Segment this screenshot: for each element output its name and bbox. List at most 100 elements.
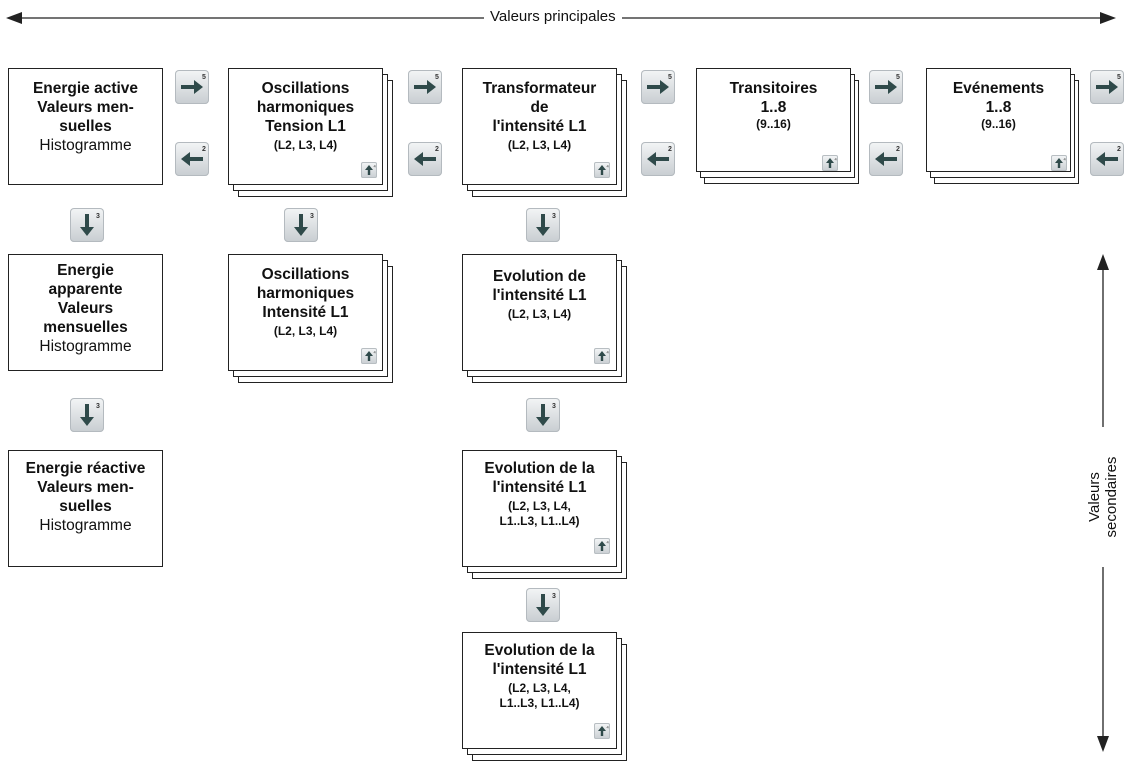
box-line: Intensité L1 bbox=[262, 304, 349, 321]
axis-label-secondary: Valeurs secondaires bbox=[1086, 427, 1120, 567]
box-line: Oscillations bbox=[261, 266, 350, 283]
down-arrow-key[interactable]: 3 bbox=[526, 588, 560, 622]
up-arrow-key-small[interactable]: 4 bbox=[361, 348, 377, 364]
box-sub: L1..L3, L1..L4) bbox=[499, 514, 580, 528]
box-energie-apparente[interactable]: Energie apparente Valeurs mensuelles His… bbox=[8, 254, 163, 371]
box-oscillations-intensite[interactable]: Oscillations harmoniques Intensité L1 (L… bbox=[228, 254, 383, 371]
down-arrow-key[interactable]: 3 bbox=[70, 398, 104, 432]
svg-text:4: 4 bbox=[607, 540, 610, 545]
right-arrow-key[interactable]: 5 bbox=[641, 70, 675, 104]
box-line: l'intensité L1 bbox=[492, 661, 587, 678]
svg-text:4: 4 bbox=[374, 350, 377, 355]
box-evolution-1[interactable]: Evolution de l'intensité L1 (L2, L3, L4) bbox=[462, 254, 617, 371]
svg-text:2: 2 bbox=[435, 146, 439, 153]
box-sub: (L2, L3, L4, bbox=[508, 499, 571, 513]
up-arrow-key-small[interactable]: 4 bbox=[361, 162, 377, 178]
up-arrow-key-small[interactable]: 4 bbox=[594, 162, 610, 178]
svg-text:2: 2 bbox=[896, 146, 900, 153]
box-energie-reactive[interactable]: Energie réactive Valeurs men- suelles Hi… bbox=[8, 450, 163, 567]
box-sub: (9..16) bbox=[981, 117, 1016, 131]
box-oscillations-tension[interactable]: Oscillations harmoniques Tension L1 (L2,… bbox=[228, 68, 383, 185]
box-line: suelles bbox=[59, 118, 112, 135]
left-arrow-key[interactable]: 2 bbox=[1090, 142, 1124, 176]
svg-text:3: 3 bbox=[96, 213, 100, 220]
box-evolution-2[interactable]: Evolution de la l'intensité L1 (L2, L3, … bbox=[462, 450, 617, 567]
box-line: suelles bbox=[59, 498, 112, 515]
svg-text:5: 5 bbox=[202, 74, 206, 81]
box-line: Evolution de la bbox=[484, 642, 595, 659]
down-arrow-key[interactable]: 3 bbox=[526, 398, 560, 432]
box-line: apparente bbox=[48, 281, 123, 298]
svg-text:2: 2 bbox=[202, 146, 206, 153]
box-energie-active[interactable]: Energie active Valeurs men- suelles Hist… bbox=[8, 68, 163, 185]
right-arrow-key[interactable]: 5 bbox=[1090, 70, 1124, 104]
left-arrow-key[interactable]: 2 bbox=[641, 142, 675, 176]
box-line: harmoniques bbox=[256, 285, 355, 302]
box-title: Energie réactive bbox=[25, 460, 146, 477]
svg-text:2: 2 bbox=[668, 146, 672, 153]
svg-text:4: 4 bbox=[1064, 157, 1067, 162]
box-line: Oscillations bbox=[261, 80, 350, 97]
box-sub: L1..L3, L1..L4) bbox=[499, 696, 580, 710]
box-sub: (L2, L3, L4, bbox=[508, 681, 571, 695]
svg-text:3: 3 bbox=[552, 213, 556, 220]
box-line: Valeurs bbox=[57, 300, 114, 317]
svg-text:3: 3 bbox=[552, 403, 556, 410]
up-arrow-key-small[interactable]: 4 bbox=[822, 155, 838, 171]
svg-text:3: 3 bbox=[310, 213, 314, 220]
box-line: Transitoires bbox=[729, 80, 818, 97]
box-line: Tension L1 bbox=[265, 118, 346, 135]
box-line: mensuelles bbox=[43, 319, 128, 336]
down-arrow-key[interactable]: 3 bbox=[70, 208, 104, 242]
box-line: Valeurs men- bbox=[37, 99, 134, 116]
box-line: l'intensité L1 bbox=[492, 287, 587, 304]
svg-text:4: 4 bbox=[607, 350, 610, 355]
box-transitoires[interactable]: Transitoires 1..8 (9..16) bbox=[696, 68, 851, 172]
box-sub: (L2, L3, L4) bbox=[273, 324, 338, 338]
svg-text:4: 4 bbox=[607, 164, 610, 169]
box-line: harmoniques bbox=[256, 99, 355, 116]
up-arrow-key-small[interactable]: 4 bbox=[594, 538, 610, 554]
box-line: Histogramme bbox=[39, 517, 132, 534]
box-transformateur[interactable]: Transformateur de l'intensité L1 (L2, L3… bbox=[462, 68, 617, 185]
right-arrow-key[interactable]: 5 bbox=[869, 70, 903, 104]
svg-text:5: 5 bbox=[1117, 74, 1121, 81]
up-arrow-key-small[interactable]: 4 bbox=[1051, 155, 1067, 171]
svg-text:2: 2 bbox=[1117, 146, 1121, 153]
right-arrow-key[interactable]: 5 bbox=[408, 70, 442, 104]
box-line: Valeurs men- bbox=[37, 479, 134, 496]
svg-text:5: 5 bbox=[896, 74, 900, 81]
left-arrow-key[interactable]: 2 bbox=[175, 142, 209, 176]
box-line: Histogramme bbox=[39, 338, 132, 355]
box-sub: (L2, L3, L4) bbox=[507, 307, 572, 321]
box-line: Evolution de la bbox=[484, 460, 595, 477]
box-line: Evénements bbox=[952, 80, 1045, 97]
box-line: 1..8 bbox=[760, 99, 787, 116]
left-arrow-key[interactable]: 2 bbox=[408, 142, 442, 176]
box-line: 1..8 bbox=[985, 99, 1012, 116]
up-arrow-key-small[interactable]: 4 bbox=[594, 723, 610, 739]
box-title: Energie active bbox=[32, 80, 139, 97]
box-line: Histogramme bbox=[39, 137, 132, 154]
box-evenements[interactable]: Evénements 1..8 (9..16) bbox=[926, 68, 1071, 172]
box-line: l'intensité L1 bbox=[492, 479, 587, 496]
svg-text:4: 4 bbox=[374, 164, 377, 169]
box-line: Transformateur bbox=[482, 80, 597, 97]
svg-text:3: 3 bbox=[96, 403, 100, 410]
box-line: l'intensité L1 bbox=[492, 118, 587, 135]
svg-text:3: 3 bbox=[552, 593, 556, 600]
box-sub: (L2, L3, L4) bbox=[273, 138, 338, 152]
box-sub: (9..16) bbox=[756, 117, 791, 131]
up-arrow-key-small[interactable]: 4 bbox=[594, 348, 610, 364]
svg-text:5: 5 bbox=[668, 74, 672, 81]
right-arrow-key[interactable]: 5 bbox=[175, 70, 209, 104]
down-arrow-key[interactable]: 3 bbox=[284, 208, 318, 242]
svg-text:4: 4 bbox=[835, 157, 838, 162]
box-evolution-3[interactable]: Evolution de la l'intensité L1 (L2, L3, … bbox=[462, 632, 617, 749]
box-line: Energie bbox=[57, 262, 114, 279]
axis-label-main: Valeurs principales bbox=[484, 8, 622, 25]
box-sub: (L2, L3, L4) bbox=[507, 138, 572, 152]
svg-text:5: 5 bbox=[435, 74, 439, 81]
down-arrow-key[interactable]: 3 bbox=[526, 208, 560, 242]
left-arrow-key[interactable]: 2 bbox=[869, 142, 903, 176]
